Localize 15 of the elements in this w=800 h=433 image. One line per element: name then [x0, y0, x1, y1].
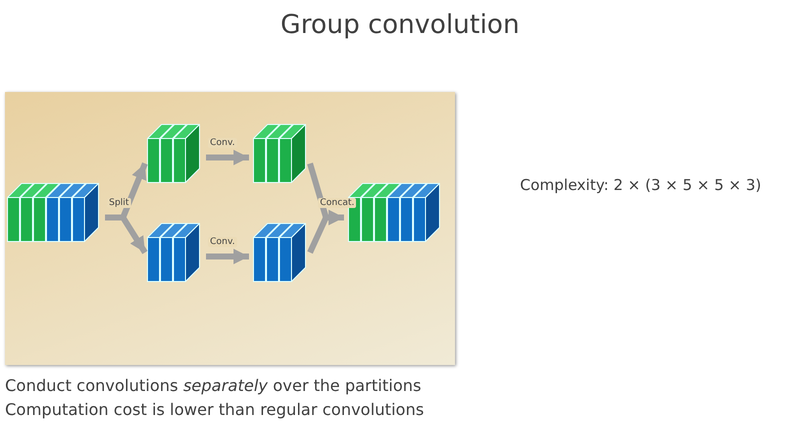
- tensor-block-drawing: [253, 223, 306, 282]
- note-text: Computation cost is lower than regular convolutions: [5, 400, 424, 419]
- complexity-formula: Complexity: 2 × (3 × 5 × 5 × 3): [520, 176, 762, 194]
- title: Group convolution: [280, 10, 520, 40]
- tensor-block-drawing: [147, 124, 200, 183]
- note-text: Conduct convolutions separately over the partitions: [5, 376, 422, 395]
- edge-label: Conv.: [208, 236, 237, 246]
- arrow: [206, 150, 249, 166]
- edge-label: Conv.: [208, 138, 237, 148]
- tensor-block-drawing: [147, 223, 200, 282]
- edge-label: Split: [107, 198, 131, 208]
- edge-label: Concat.: [318, 198, 356, 208]
- arrow: [206, 248, 249, 264]
- tensor-block-drawing: [253, 124, 306, 183]
- tensor-block-drawing: [7, 183, 99, 242]
